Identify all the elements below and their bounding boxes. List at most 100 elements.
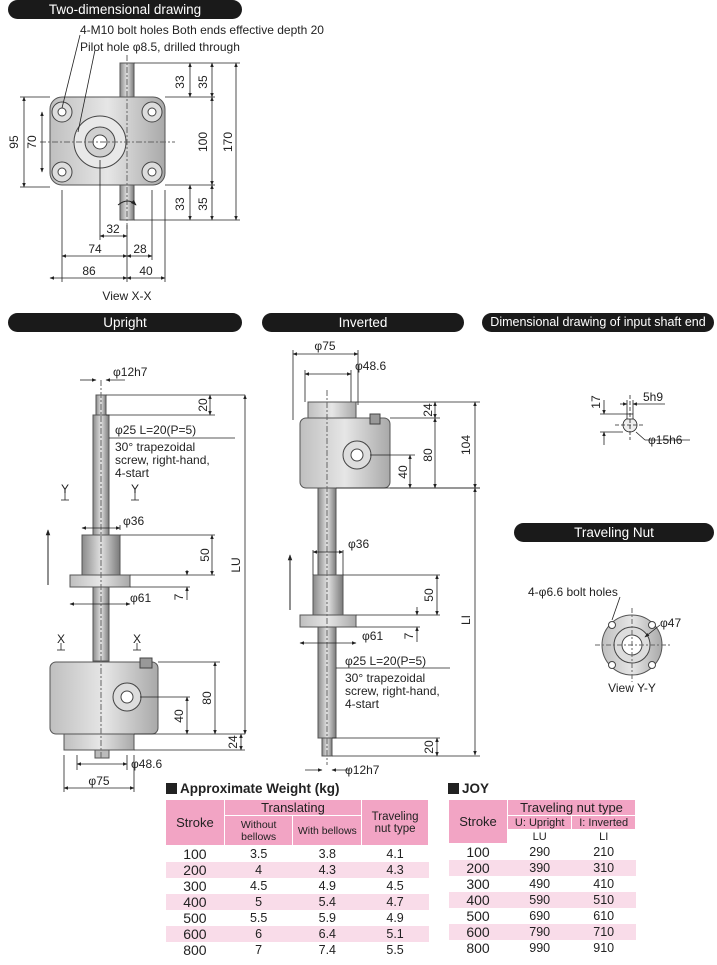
- stroke-cell: 400: [448, 892, 508, 908]
- joy-li-header: LI: [571, 829, 636, 844]
- without-bellows-cell: 6: [224, 926, 293, 942]
- with-bellows-cell: 7.4: [318, 943, 337, 957]
- inv-dim-phi12h7: φ12h7: [345, 763, 380, 777]
- top-view-drawing: [40, 55, 175, 230]
- shaft-dim-5h9: 5h9: [643, 390, 663, 404]
- shaft-dim-phi15h6: φ15h6: [648, 433, 683, 447]
- header-inverted: Inverted: [262, 313, 464, 332]
- dim-70: 70: [25, 135, 39, 149]
- inv-dim-phi75: φ75: [314, 339, 335, 353]
- traveling-nut-cell: 5.5: [386, 943, 404, 957]
- weight-table: Stroke Translating Traveling nut type Wi…: [165, 799, 429, 958]
- header-upright: Upright: [8, 313, 242, 332]
- without-bellows-cell: 3.5: [249, 847, 268, 861]
- nut-bolt-holes-label: 4-φ6.6 bolt holes: [528, 585, 618, 599]
- up-y-left: Y: [61, 482, 69, 496]
- joy-lu-header: LU: [506, 829, 573, 844]
- without-bellows-cell: 4.5: [249, 879, 268, 893]
- with-bellows-cell: 5.4: [292, 894, 362, 910]
- joy-upright-header: U: Upright: [506, 815, 573, 830]
- traveling-nut-cell: 4.9: [386, 911, 404, 925]
- joy-type-header: Traveling nut type: [507, 799, 636, 816]
- inv-dim-104: 104: [459, 435, 473, 455]
- with-bellows-cell: 4.9: [318, 879, 337, 893]
- lu-cell: 390: [507, 860, 572, 876]
- without-bellows-cell: 5.5: [249, 911, 268, 925]
- traveling-nut-cell: 4.1: [386, 847, 404, 861]
- dim-28: 28: [133, 242, 147, 256]
- weight-translating-header: Translating: [223, 799, 363, 816]
- dim-95: 95: [7, 135, 21, 149]
- stroke-cell: 600: [165, 926, 225, 942]
- input-shaft-drawing: [600, 395, 690, 445]
- joy-table: Stroke Traveling nut type U: Upright I: …: [448, 799, 636, 956]
- up-dim-7: 7: [172, 593, 186, 600]
- inv-dim-7: 7: [402, 632, 416, 639]
- up-dim-24: 24: [226, 735, 240, 749]
- with-bellows-cell: 5.9: [318, 911, 337, 925]
- inv-dim-LI: LI: [459, 615, 473, 625]
- stroke-cell: 200: [165, 862, 225, 878]
- dim-33-top: 33: [173, 75, 187, 89]
- traveling-nut-drawing: [595, 596, 670, 682]
- up-dim-20: 20: [196, 398, 210, 412]
- upright-drawing: [45, 380, 159, 760]
- stroke-cell: 400: [165, 894, 225, 910]
- dim-35-bottom: 35: [196, 197, 210, 211]
- up-dim-phi36: φ36: [123, 514, 144, 528]
- up-y-right: Y: [131, 482, 139, 496]
- li-cell: 710: [571, 924, 636, 940]
- dim-100: 100: [196, 132, 210, 152]
- inv-screw-line2: 30° trapezoidal: [345, 671, 425, 685]
- li-cell: 910: [593, 941, 615, 955]
- inv-screw-line4: 4-start: [345, 697, 380, 711]
- dim-86: 86: [82, 264, 96, 278]
- up-screw-line2: 30° trapezoidal: [115, 440, 195, 454]
- with-bellows-cell: 6.4: [292, 926, 362, 942]
- dim-33-bottom: 33: [173, 197, 187, 211]
- up-dim-50: 50: [198, 548, 212, 562]
- lu-cell: 290: [529, 845, 551, 859]
- weight-traveling-header: Traveling nut type: [361, 799, 429, 846]
- note-pilot-hole: Pilot hole φ8.5, drilled through: [80, 40, 240, 54]
- header-input-shaft: Dimensional drawing of input shaft end: [482, 313, 714, 332]
- without-bellows-cell: 5: [224, 894, 293, 910]
- lu-cell: 690: [529, 909, 551, 923]
- inv-dim-phi48: φ48.6: [355, 359, 386, 373]
- shaft-dim-17: 17: [589, 395, 603, 409]
- stroke-cell: 100: [466, 844, 490, 860]
- up-dim-phi75: φ75: [88, 774, 109, 788]
- traveling-nut-cell: 4.7: [361, 894, 429, 910]
- lu-cell: 790: [507, 924, 572, 940]
- inverted-dimensions: [292, 350, 480, 772]
- top-view-dimensions: [20, 34, 240, 282]
- traveling-nut-cell: 4.5: [386, 879, 404, 893]
- inv-dim-50: 50: [422, 588, 436, 602]
- stroke-cell: 600: [448, 924, 508, 940]
- header-two-dimensional: Two-dimensional drawing: [8, 0, 242, 19]
- view-xx-label: View X-X: [102, 289, 151, 303]
- up-screw-line4: 4-start: [115, 466, 150, 480]
- weight-without-bellows-header: Without bellows: [223, 815, 294, 846]
- inv-dim-24: 24: [421, 403, 435, 417]
- without-bellows-cell: 7: [255, 943, 263, 957]
- stroke-cell: 800: [183, 942, 207, 958]
- inverted-drawing: [287, 390, 391, 765]
- note-bolt-holes: 4-M10 bolt holes Both ends effective dep…: [80, 23, 324, 37]
- stroke-cell: 100: [183, 846, 207, 862]
- li-cell: 410: [593, 877, 615, 891]
- view-yy-label: View Y-Y: [608, 681, 656, 695]
- up-screw-line3: screw, right-hand,: [115, 453, 210, 467]
- inv-dim-80: 80: [421, 448, 435, 462]
- table-row: 800 7 7.4 5.5: [166, 942, 429, 958]
- stroke-cell: 500: [466, 908, 490, 924]
- with-bellows-cell: 4.3: [292, 862, 362, 878]
